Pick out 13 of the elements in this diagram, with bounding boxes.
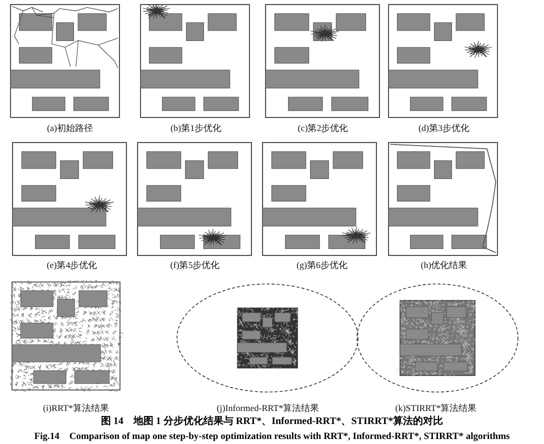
panel-caption: (c)第2步优化	[298, 122, 348, 135]
panel-caption: (h)优化结果	[420, 259, 468, 272]
figure-title: 图 14 地图 1 分步优化结果与 RRT*、Informed-RRT*、STIRRT*算法的对比	[100, 414, 444, 428]
figure-caption: Fig.14 Comparison of map one step-by-step optimization results with RRT*, Informed-RRT*, STIRRT* algorithms	[33, 431, 511, 443]
panel-caption: (d)第3步优化	[418, 122, 470, 135]
panel-caption: (g)第6步优化	[296, 259, 348, 272]
panel-caption: (f)第5步优化	[170, 259, 220, 272]
panel-caption: (b)第1步优化	[170, 122, 222, 135]
panel-caption: (k)STIRRT*算法结果	[395, 402, 477, 415]
panel-caption: (e)第4步优化	[46, 259, 98, 272]
panel-caption: (a)初始路径	[47, 122, 93, 135]
panel-caption: (j)Informed-RRT*算法结果	[216, 402, 320, 415]
panel-caption: (i)RRT*算法结果	[43, 402, 109, 415]
